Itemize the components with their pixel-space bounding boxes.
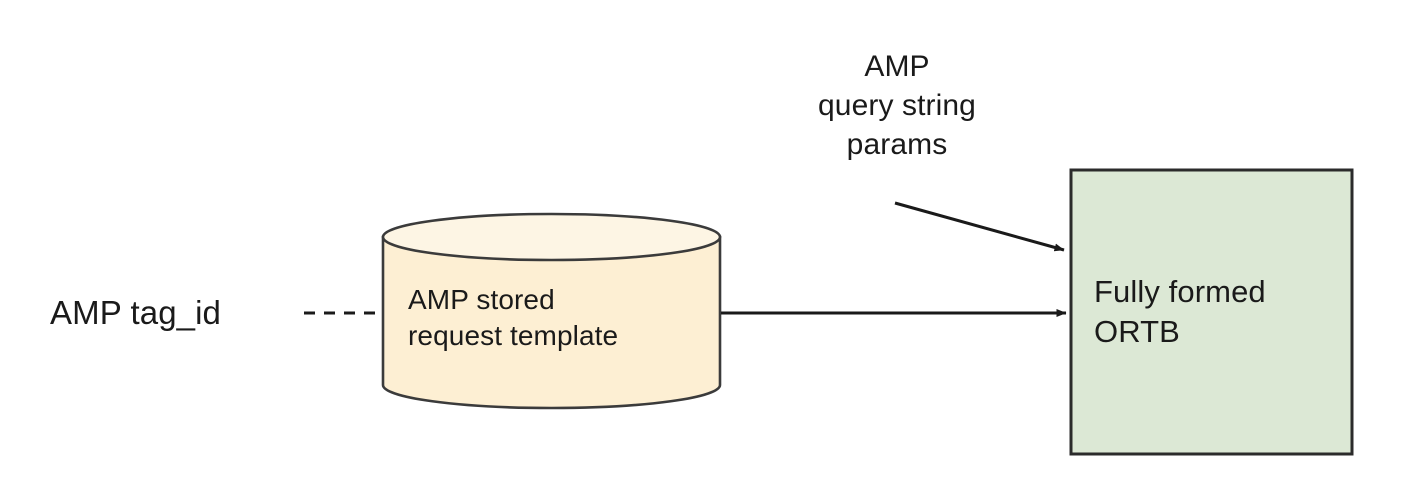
label-stored-request: AMP stored request template: [408, 284, 619, 352]
node-fully-formed-ortb-shape: [1069, 168, 1354, 456]
label-fully-formed-ortb: Fully formed ORTB: [1094, 274, 1266, 350]
label-amp-tag-id: AMP tag_id: [50, 294, 221, 331]
node-stored-request-shape: [381, 212, 722, 410]
edge-query-params-to-ortb: [894, 201, 1065, 252]
label-amp-query-string-params: AMP query string params: [818, 50, 976, 161]
